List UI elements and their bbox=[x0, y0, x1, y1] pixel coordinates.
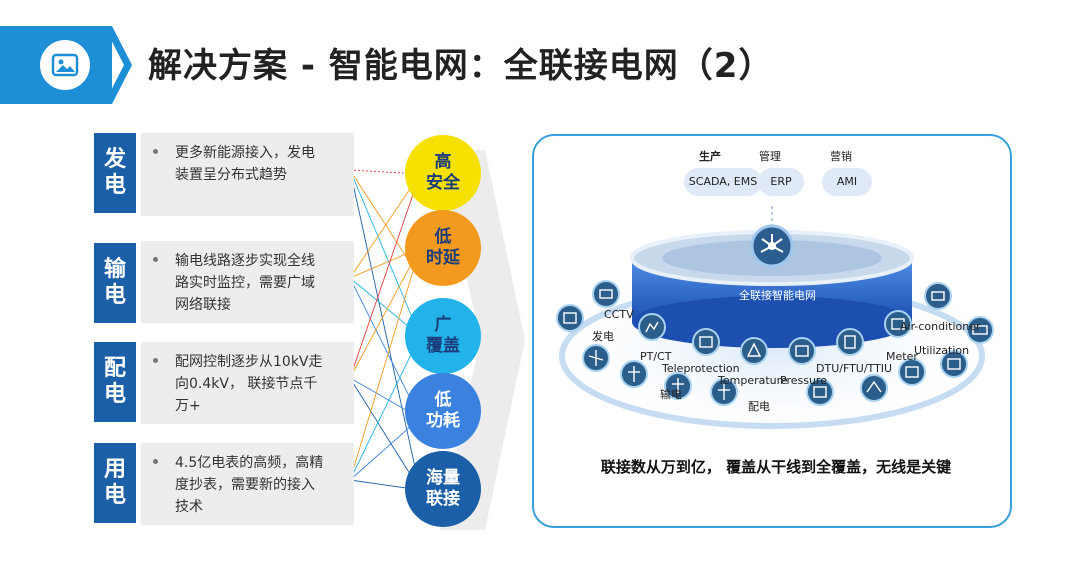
row-box-consumption: 4.5亿电表的高频，高精 度抄表，需要新的接入 技术 bbox=[141, 443, 354, 525]
circle-massive-connection: 海量联接 bbox=[405, 451, 481, 527]
cloud-erp: ERP bbox=[758, 168, 804, 196]
label-center: 全联接智能电网 bbox=[739, 289, 816, 302]
label-cctv: CCTV bbox=[604, 308, 634, 321]
label-temperature: Temperature bbox=[718, 374, 788, 387]
label-air-conditioner: Air-conditioner bbox=[900, 320, 981, 333]
bullet-dot bbox=[153, 149, 158, 154]
row-tag-generation: 发电 bbox=[94, 133, 136, 213]
header-chevron bbox=[104, 26, 132, 104]
circle-high-security: 高安全 bbox=[405, 135, 481, 211]
label-management: 管理 bbox=[759, 150, 781, 163]
page-title: 解决方案 - 智能电网：全联接电网（2） bbox=[148, 46, 774, 86]
smart-grid-panel: 生产 管理 营销 SCADA, EMS ERP AMI bbox=[532, 134, 1012, 528]
label-dtu: DTU/FTU/TTIU bbox=[816, 362, 893, 375]
label-ptct: PT/CT bbox=[640, 350, 672, 363]
label-distribution: 配电 bbox=[748, 400, 770, 413]
row-box-transmission: 输电线路逐步实现全线 路实时监控，需要广域 网络联接 bbox=[141, 241, 354, 323]
label-marketing: 营销 bbox=[830, 150, 852, 163]
grid-illustration bbox=[536, 206, 1008, 446]
circle-wide-coverage: 广覆盖 bbox=[405, 298, 481, 374]
cloud-ami: AMI bbox=[822, 168, 872, 196]
label-production: 生产 bbox=[699, 150, 721, 163]
label-meter: Meter bbox=[886, 350, 918, 363]
row-tag-consumption: 用电 bbox=[94, 443, 136, 523]
row-tag-transmission: 输电 bbox=[94, 243, 136, 323]
circle-low-power: 低功耗 bbox=[405, 373, 481, 449]
bullet-dot bbox=[153, 459, 158, 464]
label-utilization: Utilization bbox=[914, 344, 970, 357]
bullet-dot bbox=[153, 257, 158, 262]
circle-low-latency: 低时延 bbox=[405, 210, 481, 286]
label-transmission: 输电 bbox=[660, 388, 682, 401]
label-pressure: Pressure bbox=[780, 374, 827, 387]
row-box-distribution: 配网控制逐步从10kV走 向0.4kV， 联接节点千 万+ bbox=[141, 342, 354, 424]
panel-caption: 联接数从万到亿， 覆盖从干线到全覆盖，无线是关键 bbox=[600, 458, 952, 476]
label-generation: 发电 bbox=[592, 330, 614, 343]
image-icon bbox=[40, 40, 90, 90]
row-box-generation: 更多新能源接入，发电 装置呈分布式趋势 bbox=[141, 133, 354, 216]
row-tag-distribution: 配电 bbox=[94, 342, 136, 422]
bullet-dot bbox=[153, 358, 158, 363]
label-teleprotection: Teleprotection bbox=[662, 362, 740, 375]
cloud-scada: SCADA, EMS bbox=[684, 168, 762, 196]
